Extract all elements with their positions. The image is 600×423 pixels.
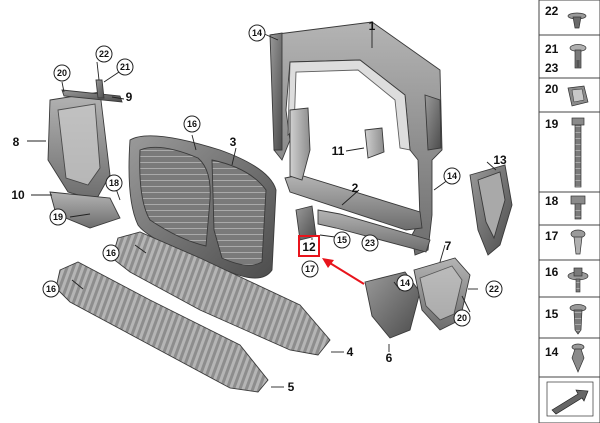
svg-text:18: 18: [109, 178, 119, 188]
callout-19: 19: [49, 208, 67, 226]
svg-text:19: 19: [53, 212, 63, 222]
bracket-part-12: [295, 205, 317, 241]
callouts: 14 14 14 15 16 16 16 17 18 19 20 20 21 2…: [42, 24, 503, 327]
part-label-1: 1: [369, 19, 376, 33]
clip-nut-icon: [567, 12, 587, 29]
expansion-nut-icon: [571, 343, 585, 373]
part-label-12: 12: [302, 240, 316, 254]
callout-14-b: 14: [443, 167, 461, 185]
part-label-13: 13: [493, 153, 507, 167]
svg-text:22: 22: [99, 49, 109, 59]
direction-arrow-icon: [546, 381, 594, 417]
legend-label-16: 16: [545, 265, 559, 279]
bracket-part-9: [61, 79, 123, 103]
svg-text:14: 14: [252, 28, 262, 38]
fastener-legend: 22 21 23 20 19 18 17: [538, 0, 600, 423]
part-label-7: 7: [445, 239, 452, 253]
callout-16-a: 16: [183, 115, 201, 133]
svg-text:16: 16: [46, 284, 56, 294]
part-label-8: 8: [13, 135, 20, 149]
cross-member-part-2: [317, 209, 431, 253]
part-label-11: 11: [332, 144, 345, 158]
part-label-10: 10: [11, 188, 25, 202]
svg-text:16: 16: [106, 248, 116, 258]
part-label-5: 5: [288, 380, 295, 394]
svg-text:17: 17: [305, 264, 315, 274]
deflector-part-4: [111, 231, 331, 356]
legend-label-20: 20: [545, 82, 559, 96]
callout-14-c: 14: [396, 274, 414, 292]
highlight-part-12: [298, 235, 365, 285]
callout-22-a: 22: [95, 45, 113, 63]
callout-20-b: 20: [453, 309, 471, 327]
hex-bolt-long-icon: [571, 117, 585, 188]
push-clip-icon: [570, 229, 586, 255]
callout-22-b: 22: [485, 280, 503, 298]
callout-23: 23: [361, 234, 379, 252]
bracket-part-11: [364, 127, 385, 159]
tapping-screw-icon: [569, 304, 587, 335]
callout-20-a: 20: [53, 64, 71, 82]
svg-text:16: 16: [187, 119, 197, 129]
part-label-4: 4: [347, 345, 354, 359]
legend-label-15: 15: [545, 307, 559, 321]
legend-label-22: 22: [545, 4, 559, 18]
svg-text:20: 20: [57, 68, 67, 78]
expanding-rivet-icon: [569, 44, 587, 69]
legend-label-23: 23: [545, 61, 559, 75]
hex-screw-icon: [570, 195, 586, 220]
callout-16-b: 16: [102, 244, 120, 262]
kidney-grille-part-3: [128, 135, 277, 279]
callout-17: 17: [301, 260, 319, 278]
svg-text:14: 14: [447, 171, 457, 181]
collar-screw-icon: [567, 267, 589, 293]
air-guide-part-13: [469, 164, 513, 256]
callout-16-c: 16: [42, 280, 60, 298]
part-label-9: 9: [126, 90, 133, 104]
legend-label-18: 18: [545, 194, 559, 208]
part-number-labels: 1 2 3 4 5 6 7 8 9 10 11 12 13: [11, 19, 507, 394]
svg-text:23: 23: [365, 238, 375, 248]
svg-text:21: 21: [120, 62, 130, 72]
part-label-6: 6: [386, 351, 393, 365]
svg-text:20: 20: [457, 313, 467, 323]
svg-text:14: 14: [400, 278, 410, 288]
part-label-2: 2: [352, 181, 359, 195]
legend-label-19: 19: [545, 117, 559, 131]
callout-15: 15: [333, 231, 351, 249]
legend-label-21: 21: [545, 42, 559, 56]
front-carrier-frame: [269, 21, 443, 256]
legend-label-17: 17: [545, 229, 559, 243]
callout-14-a: 14: [248, 24, 266, 42]
legend-label-14: 14: [545, 345, 559, 359]
part-label-3: 3: [230, 135, 237, 149]
air-duct-part-8: [47, 91, 111, 201]
deflector-part-5: [55, 261, 269, 393]
svg-text:22: 22: [489, 284, 499, 294]
callout-18: 18: [105, 174, 123, 192]
svg-text:15: 15: [337, 235, 347, 245]
clip-icon: [567, 85, 589, 107]
callout-21: 21: [116, 58, 134, 76]
